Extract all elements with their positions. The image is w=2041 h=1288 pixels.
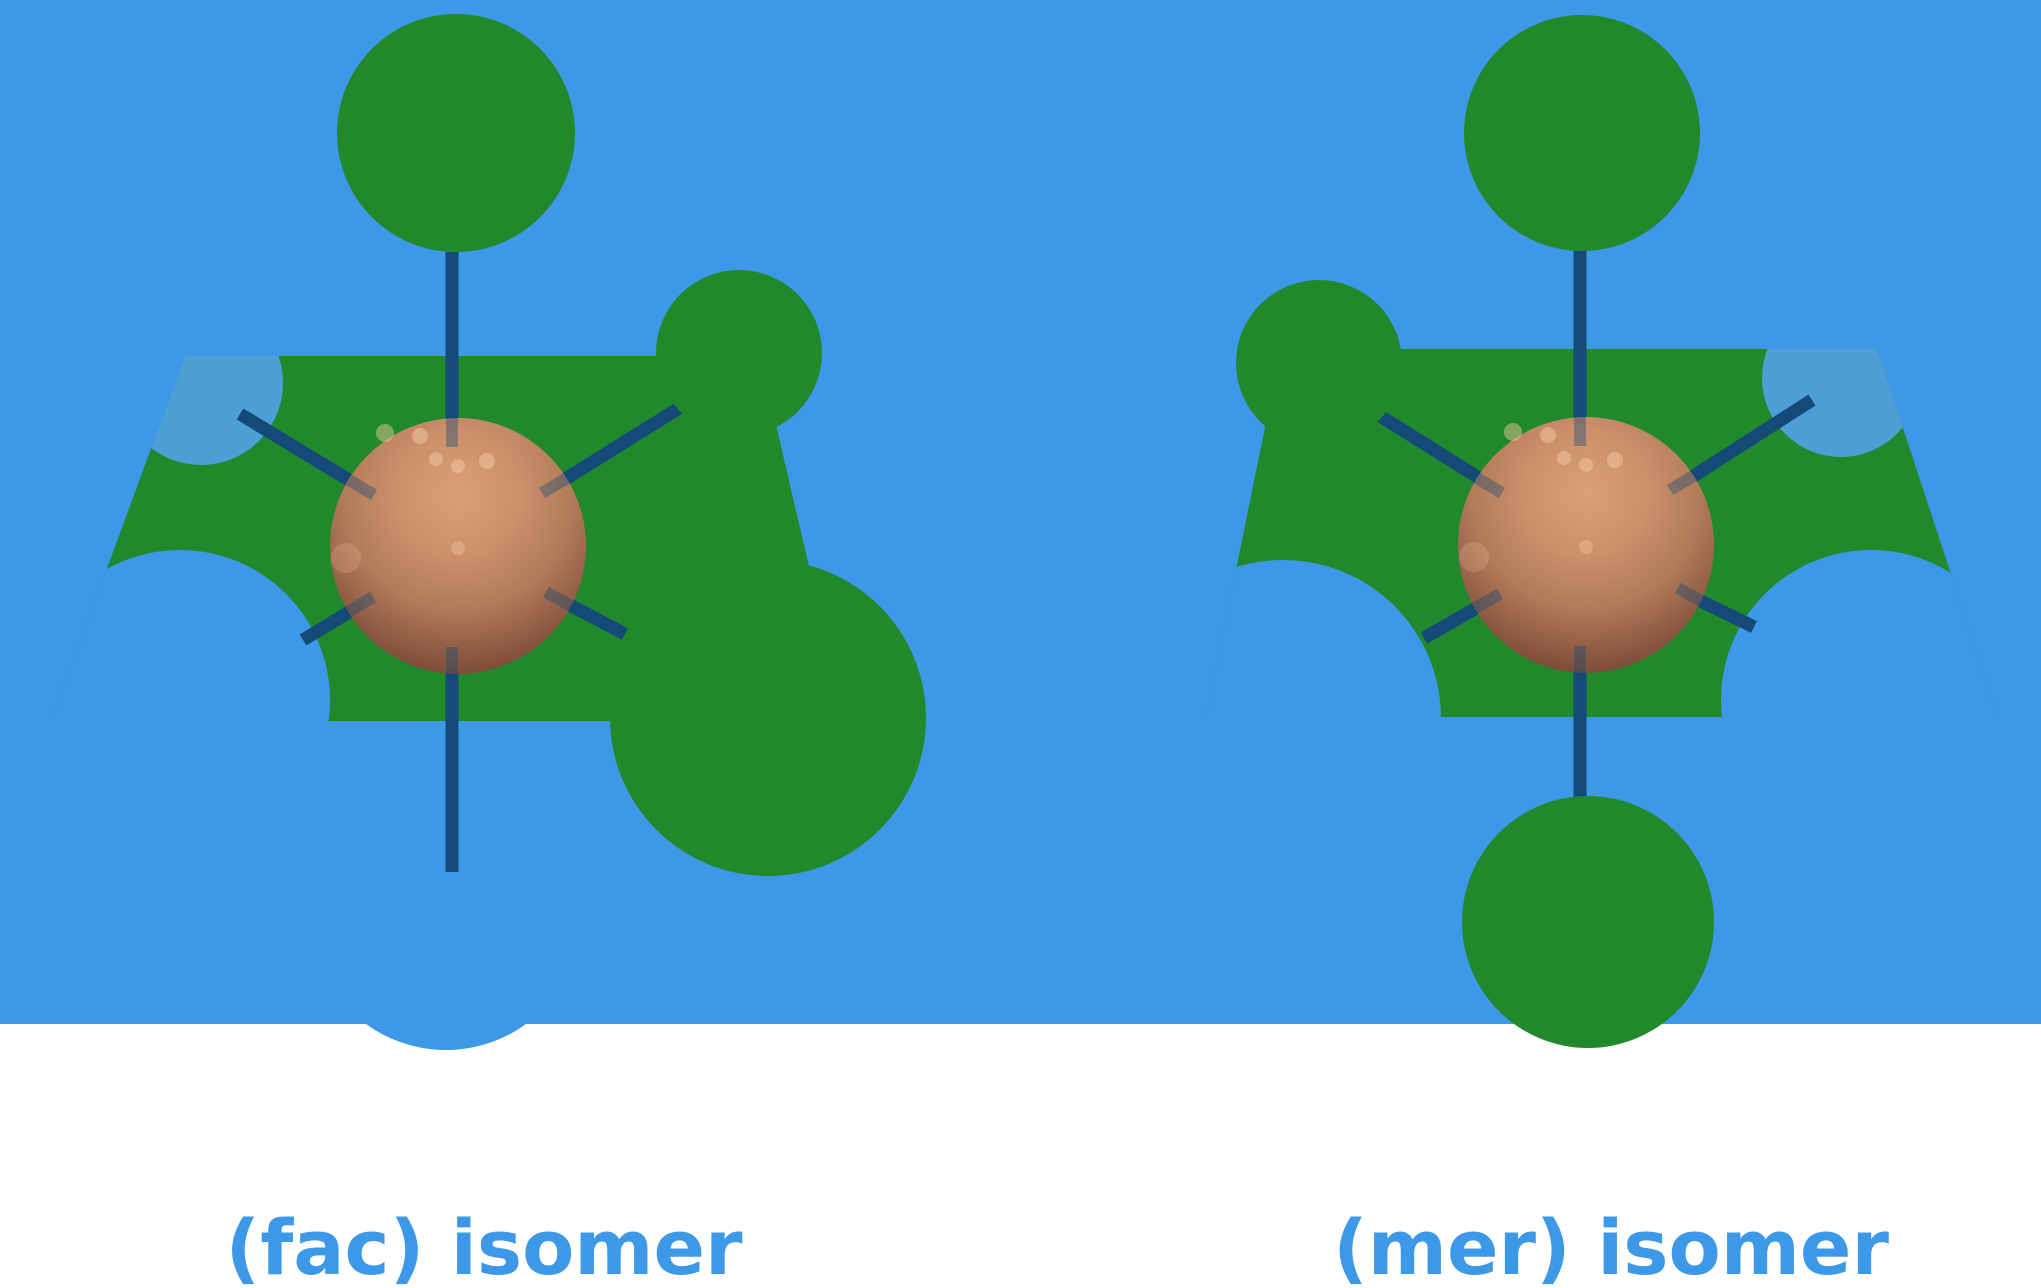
ligand-sphere-hidden-bottom-fac — [310, 778, 582, 1050]
bond-stub-lower-left — [1472, 588, 1503, 614]
green-ligands-fac — [337, 14, 926, 876]
ligand-sphere-green-top — [1464, 15, 1700, 251]
ligand-sphere-green-top — [337, 14, 575, 252]
bond-stub-lower-left — [344, 591, 377, 618]
ligand-sphere-hidden-lower-left-mer — [1206, 560, 1441, 717]
ligand-sphere-green-bottom — [1462, 796, 1714, 1048]
ligand-sphere-hidden-lower-right-mer — [1721, 550, 1998, 717]
ligand-sphere-hidden-lower-left-fac — [51, 550, 330, 721]
ligand-sphere-green-lower-right — [610, 560, 926, 876]
bond-stub-lower-right — [1675, 582, 1706, 608]
bond-stub-lower-right — [543, 586, 574, 612]
bond-stub-upper-right — [538, 472, 571, 499]
mer-molecule — [1206, 15, 1998, 1048]
green-ligands-mer — [1236, 15, 1714, 1048]
ligand-sphere-behind-plane-mer — [1762, 349, 1920, 457]
fac-isomer-label: (fac) isomer — [225, 1203, 743, 1288]
bond-stub-upper-left — [345, 474, 378, 501]
ligand-sphere-green-upper-right — [656, 270, 822, 436]
bond-stubs-mer — [1472, 417, 1706, 673]
bond-stubs-fac — [344, 418, 574, 674]
ligand-sphere-green-upper-left — [1236, 280, 1402, 446]
bond-stub-upper-right — [1666, 469, 1699, 496]
mer-isomer-label: (mer) isomer — [1333, 1203, 1889, 1288]
bond-stub-upper-left — [1473, 472, 1506, 499]
hidden-front-ligands-mer — [1206, 550, 1998, 717]
fac-molecule — [51, 14, 926, 1050]
